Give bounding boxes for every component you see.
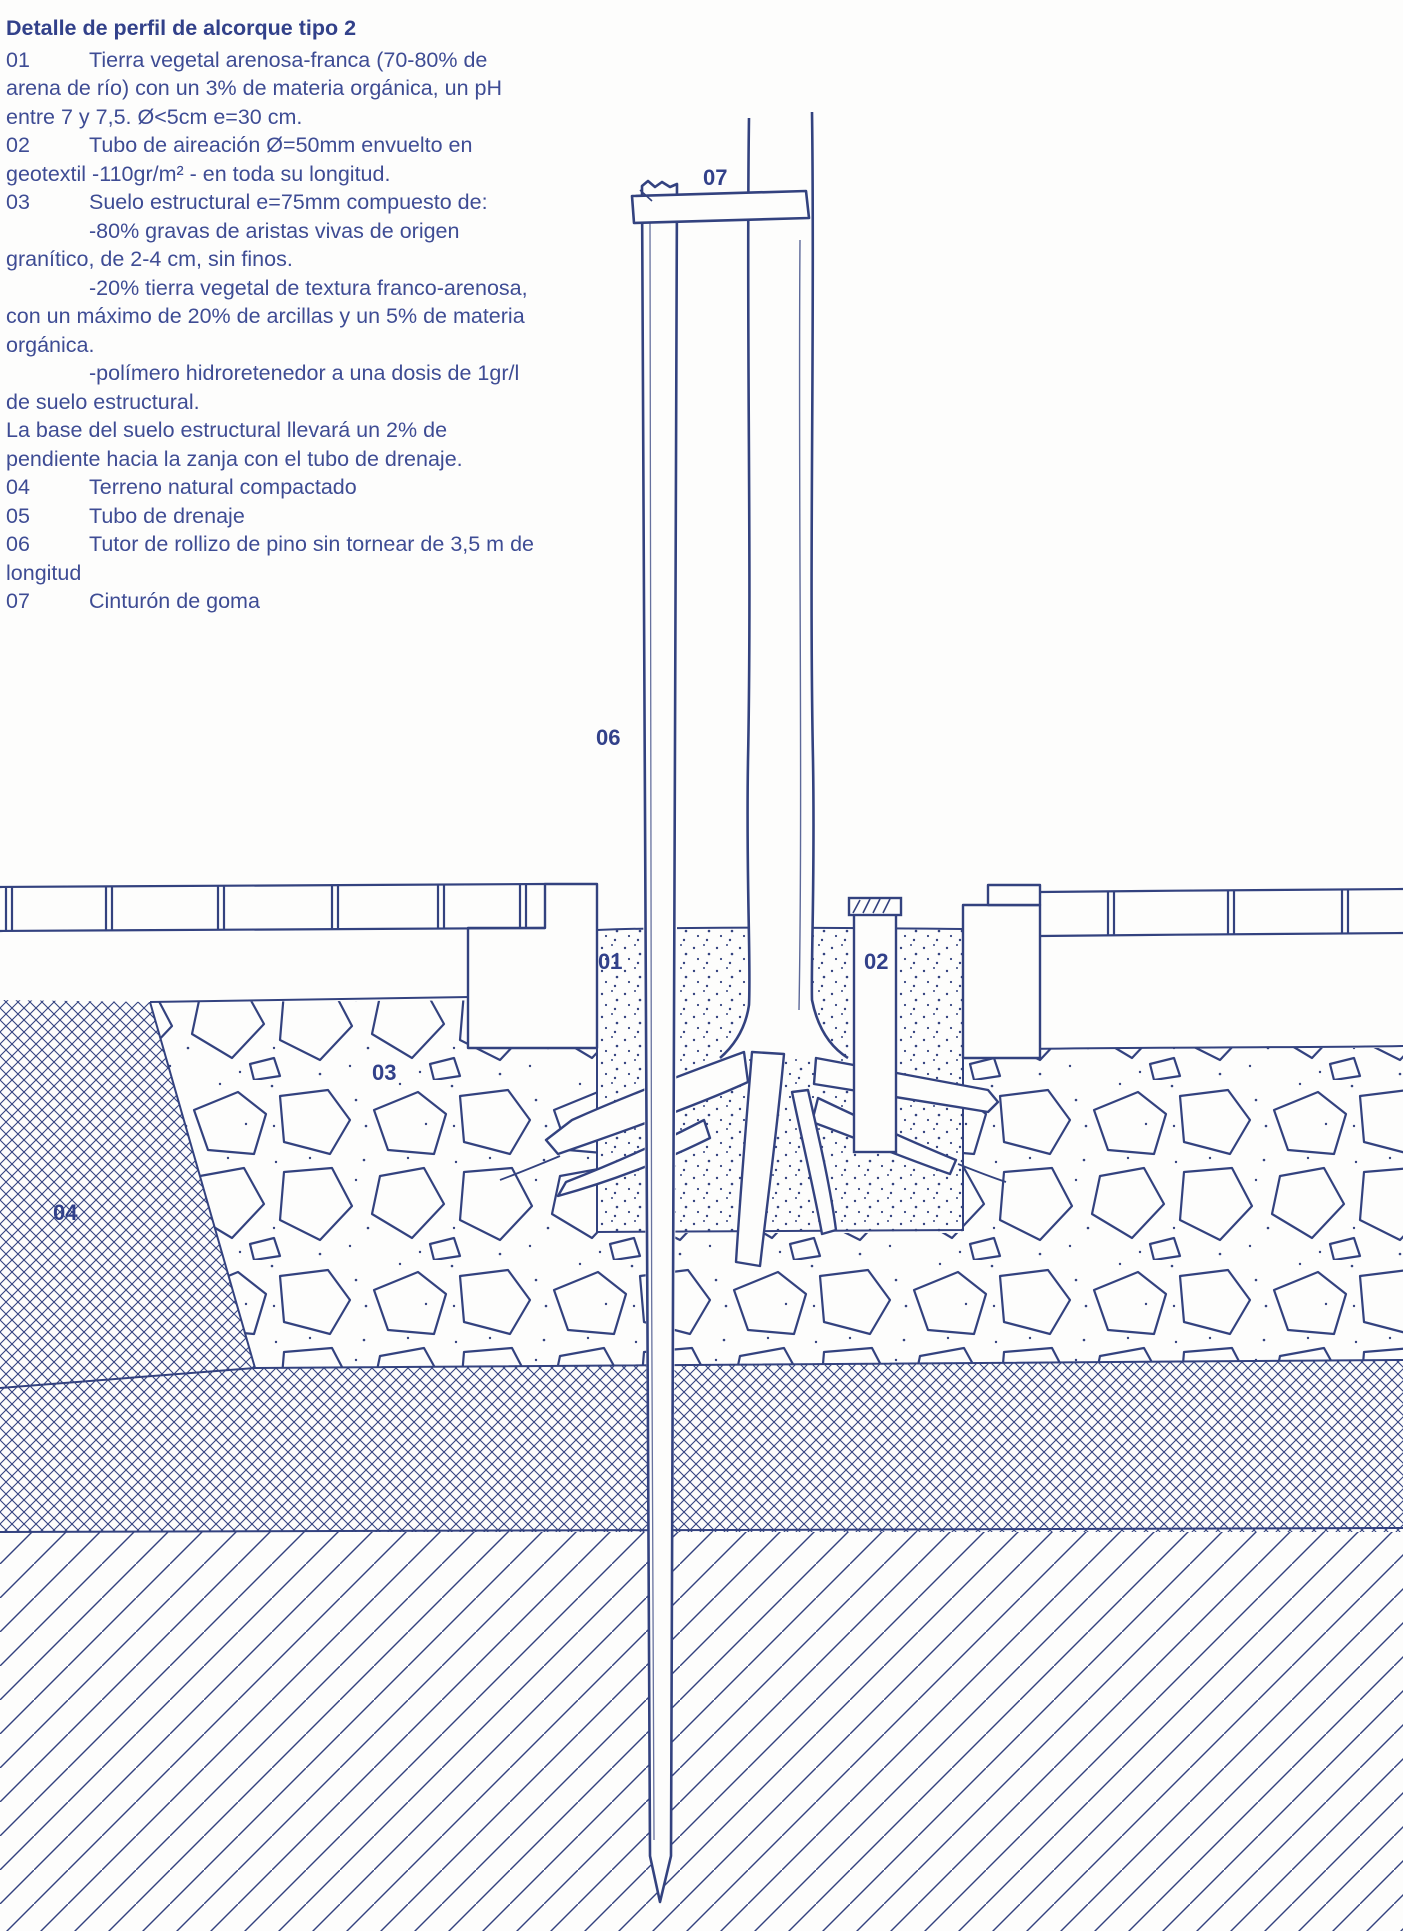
- left-curb: [466, 882, 599, 1050]
- trunk-left-edge: [719, 117, 751, 1059]
- tree-stake: [640, 179, 680, 1904]
- legend-entry-text: Tubo de aireación Ø=50mm envuelto en geo…: [6, 133, 473, 186]
- legend-entry-03-note: La base del suelo estructural llevará un…: [6, 418, 463, 471]
- drawing-label-03: 03: [372, 1060, 397, 1085]
- rubber-belt: [630, 189, 811, 225]
- legend-entry-07: 07 Cinturón de goma: [6, 587, 538, 616]
- legend-entry-03-detail-3: -polímero hidroretenedor a una dosis de …: [6, 361, 520, 414]
- legend-entry-03-detail-1: -80% gravas de aristas vivas de origen g…: [6, 218, 460, 272]
- right-curb: [961, 903, 1042, 1060]
- curbs: [466, 882, 1042, 1060]
- legend-entry-number: 02: [6, 133, 30, 157]
- trunk-fill: [720, 112, 848, 1058]
- legend-entry-03: 03 Suelo estructural e=75mm compuesto de:: [6, 188, 538, 217]
- legend-entry-number: 03: [6, 190, 30, 214]
- belt-fold: [639, 189, 653, 202]
- legend-entry-text: Tubo de drenaje: [89, 503, 245, 528]
- aeration-tube-cap-hatch: [852, 898, 891, 914]
- legend-entry-number: 04: [6, 475, 30, 499]
- drawing-label-01: 01: [598, 949, 623, 974]
- legend-entry-number: 05: [6, 503, 30, 528]
- legend-entry-number: 01: [6, 47, 30, 72]
- right-curb-top: [986, 883, 1042, 907]
- aeration-tube: [847, 896, 903, 1154]
- drawing-label-06: 06: [596, 725, 621, 750]
- tree-trunk: [719, 111, 849, 1060]
- drawing-label-04: 04: [53, 1200, 78, 1225]
- drawing-label-02: 02: [864, 949, 889, 974]
- legend-entry-number: 07: [6, 589, 30, 613]
- drawing-label-07: 07: [703, 165, 728, 190]
- legend-entry-03-detail-2: -20% tierra vegetal de textura franco-ar…: [6, 275, 528, 357]
- legend-entry-04: 04 Terreno natural compactado: [6, 473, 538, 502]
- legend-entry-05: 05 Tubo de drenaje: [6, 502, 538, 531]
- natural-ground-wedge: [0, 1000, 255, 1388]
- legend-entry-text: Cinturón de goma: [89, 589, 260, 613]
- trunk-inner-line: [798, 239, 802, 1011]
- natural-ground-band: [0, 1360, 1403, 1532]
- legend-entry-text: Tutor de rollizo de pino sin tornear de …: [6, 532, 534, 585]
- deep-ground-region: [0, 1532, 1403, 1931]
- pavement: [0, 882, 1403, 938]
- page-title: Detalle de perfil de alcorque tipo 2: [6, 16, 357, 40]
- aeration-tube-body: [852, 912, 898, 1154]
- legend-entry-number: 06: [6, 532, 30, 556]
- belt-bar: [630, 189, 811, 225]
- legend-entry-text: Terreno natural compactado: [89, 475, 357, 499]
- legend-entry-text: Tierra vegetal arenosa-franca (70-80% de…: [6, 47, 502, 129]
- trunk-right-edge: [810, 111, 849, 1060]
- legend-entry-text: Suelo estructural e=75mm compuesto de:: [89, 190, 488, 214]
